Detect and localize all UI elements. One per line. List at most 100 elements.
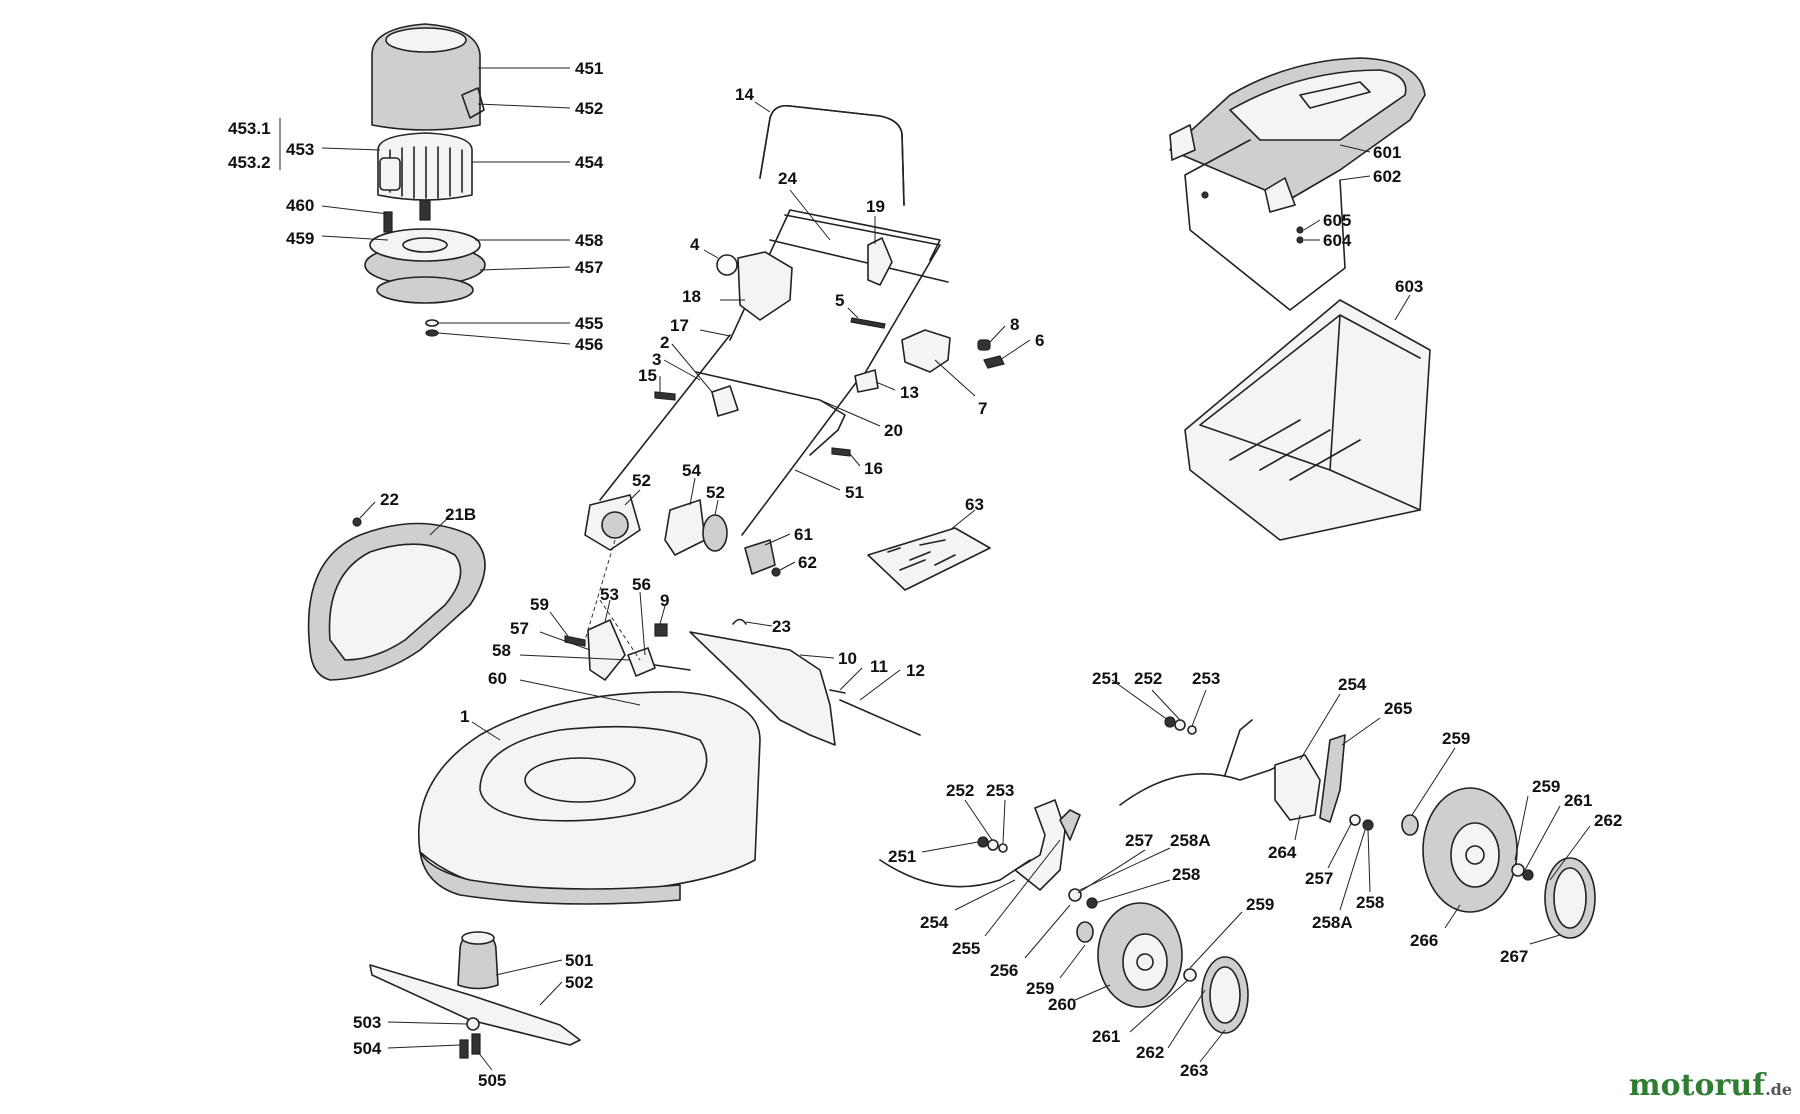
plate-58 bbox=[627, 647, 656, 677]
lid-handle-slot bbox=[1299, 81, 1371, 109]
rear-flap-10 bbox=[689, 631, 836, 746]
fan-plate-top bbox=[369, 228, 481, 262]
washer-252-left bbox=[987, 839, 999, 851]
label-267: 267 bbox=[1500, 947, 1528, 966]
wheel-bracket-254 bbox=[1014, 799, 1066, 891]
leader-603 bbox=[1394, 294, 1411, 321]
label-266: 266 bbox=[1410, 931, 1438, 950]
label-502: 502 bbox=[565, 973, 593, 992]
label-24: 24 bbox=[778, 169, 797, 188]
motor-assembly bbox=[364, 23, 486, 337]
deck-motor-mount bbox=[524, 757, 636, 803]
label-52b: 52 bbox=[706, 483, 725, 502]
bag-63-contents bbox=[887, 539, 956, 571]
label-454: 454 bbox=[575, 153, 604, 172]
label-18: 18 bbox=[682, 287, 701, 306]
label-61: 61 bbox=[794, 525, 813, 544]
leader-258Aa bbox=[1339, 829, 1366, 911]
leader-263 bbox=[1199, 1029, 1226, 1063]
leader-251b bbox=[921, 841, 979, 853]
adjuster-wheel-52a bbox=[601, 511, 629, 539]
lid-hook-left bbox=[1169, 124, 1196, 161]
label-258-left: 258 bbox=[1172, 865, 1200, 884]
leader-254a bbox=[1299, 693, 1341, 761]
label-10: 10 bbox=[838, 649, 857, 668]
leader-1 bbox=[471, 721, 501, 741]
handle-assembly bbox=[584, 104, 1005, 591]
leader-452 bbox=[477, 103, 571, 109]
label-262-left: 262 bbox=[1136, 1043, 1164, 1062]
label-6: 6 bbox=[1035, 331, 1044, 350]
label-503: 503 bbox=[353, 1013, 381, 1032]
leader-17 bbox=[699, 329, 731, 337]
leader-602 bbox=[1339, 175, 1371, 181]
label-452: 452 bbox=[575, 99, 603, 118]
right-wheel-assembly bbox=[1119, 716, 1596, 939]
label-261-right: 261 bbox=[1564, 791, 1592, 810]
label-252-left: 252 bbox=[946, 781, 974, 800]
leader-259d bbox=[1189, 911, 1243, 969]
label-7: 7 bbox=[978, 399, 987, 418]
wheel-axle-curve-right bbox=[1119, 719, 1291, 806]
label-20: 20 bbox=[884, 421, 903, 440]
leader-260 bbox=[1074, 984, 1111, 1001]
label-12: 12 bbox=[906, 661, 925, 680]
label-604: 604 bbox=[1323, 231, 1352, 250]
label-62: 62 bbox=[798, 553, 817, 572]
leader-502 bbox=[539, 981, 563, 1006]
cable-holder-7 bbox=[901, 329, 951, 373]
label-255: 255 bbox=[952, 939, 980, 958]
deck-housing-1 bbox=[418, 691, 761, 896]
o-ring-4 bbox=[716, 254, 738, 276]
leader-2 bbox=[671, 343, 713, 393]
label-13: 13 bbox=[900, 383, 919, 402]
part-6 bbox=[983, 355, 1005, 369]
label-53: 53 bbox=[600, 585, 619, 604]
label-456: 456 bbox=[575, 335, 603, 354]
motor-shaft bbox=[419, 199, 431, 221]
label-51: 51 bbox=[845, 483, 864, 502]
leader-12 bbox=[859, 669, 901, 701]
label-260: 260 bbox=[1048, 995, 1076, 1014]
label-259-right-b: 259 bbox=[1532, 777, 1560, 796]
leader-258a bbox=[1367, 829, 1371, 893]
leader-23 bbox=[745, 621, 773, 627]
adjuster-wheel-52b bbox=[702, 514, 728, 552]
grass-box-lid-top bbox=[1229, 69, 1407, 141]
lid-hook-right bbox=[1264, 177, 1296, 213]
part-8 bbox=[977, 339, 991, 351]
label-254-left: 254 bbox=[920, 913, 949, 932]
fan-plate-hub bbox=[402, 237, 448, 253]
leader-259b bbox=[1514, 795, 1529, 861]
screw-16 bbox=[831, 447, 851, 457]
screw-460 bbox=[383, 211, 393, 233]
label-23: 23 bbox=[772, 617, 791, 636]
wheel-lever-255 bbox=[1059, 809, 1081, 841]
screw-15 bbox=[654, 391, 676, 401]
deck-assembly bbox=[418, 539, 921, 905]
motor-capacitor bbox=[379, 157, 401, 191]
leader-10 bbox=[799, 654, 835, 659]
label-453-2: 453.2 bbox=[228, 153, 271, 172]
leader-256 bbox=[1024, 904, 1071, 959]
leader-54 bbox=[689, 477, 696, 506]
fan-plate-lower bbox=[376, 276, 474, 304]
hubcap-267-inner bbox=[1553, 867, 1587, 929]
label-9: 9 bbox=[660, 591, 669, 610]
bolt-258-right bbox=[1362, 819, 1374, 831]
leader-262a bbox=[1549, 825, 1591, 881]
bearing-259-left bbox=[1076, 921, 1094, 943]
cable-clip-19 bbox=[867, 237, 893, 286]
screw-604 bbox=[1296, 236, 1304, 244]
label-605: 605 bbox=[1323, 211, 1351, 230]
leader-267 bbox=[1529, 934, 1561, 945]
label-15: 15 bbox=[638, 366, 657, 385]
label-455: 455 bbox=[575, 314, 603, 333]
leader-3 bbox=[663, 359, 701, 381]
leader-265 bbox=[1341, 717, 1381, 746]
motor-cover-clip bbox=[461, 87, 485, 119]
washer-257-right bbox=[1349, 814, 1361, 826]
label-259-left-d: 259 bbox=[1246, 895, 1274, 914]
leader-255 bbox=[984, 839, 1061, 937]
